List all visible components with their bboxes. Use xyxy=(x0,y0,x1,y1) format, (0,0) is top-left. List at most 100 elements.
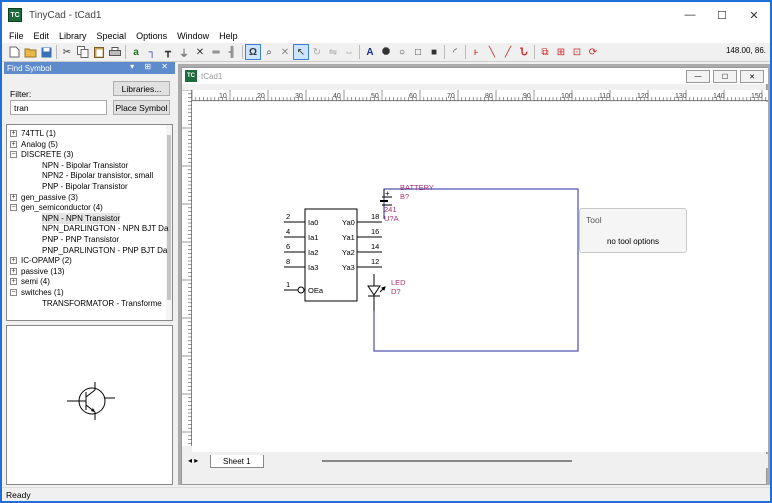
bus-entry-icon[interactable]: ╢ xyxy=(228,46,236,58)
tree-item[interactable]: PNP - Bipolar Transistor xyxy=(42,181,128,192)
doc-restore-button[interactable]: ☐ xyxy=(713,70,737,83)
doc-minimize-button[interactable]: — xyxy=(686,70,710,83)
tree-item[interactable]: +passive (13) xyxy=(10,266,65,277)
filter-input[interactable]: tran xyxy=(10,100,107,115)
tree-item[interactable]: +gen_passive (3) xyxy=(10,192,78,203)
ic-out-name: Ya3 xyxy=(342,263,355,272)
tree-item[interactable]: +74TTL (1) xyxy=(10,128,56,139)
bus-icon[interactable]: ═ xyxy=(212,46,220,58)
diagonal-line-icon[interactable]: ╱ xyxy=(504,46,512,58)
doc-close-button[interactable]: ✕ xyxy=(740,70,764,83)
parts-list-icon[interactable]: ⊡ xyxy=(572,46,582,58)
wires[interactable] xyxy=(373,188,579,352)
ic-241-symbol[interactable] xyxy=(284,208,382,302)
led-symbol[interactable] xyxy=(367,274,386,311)
tree-item[interactable]: +Analog (5) xyxy=(10,139,58,150)
place-symbol-button[interactable]: Place Symbol xyxy=(113,100,170,115)
tree-item[interactable]: −switches (1) xyxy=(10,287,64,298)
paste-icon[interactable] xyxy=(91,44,107,60)
expand-icon[interactable]: + xyxy=(10,193,17,201)
flip-icon[interactable]: ⇔ xyxy=(344,46,354,58)
refresh-icon[interactable]: ⟳ xyxy=(588,46,598,58)
power-icon[interactable]: ⏚ xyxy=(179,48,189,60)
tree-item[interactable]: +semi (4) xyxy=(10,276,50,287)
toolbar-separator xyxy=(56,45,57,59)
collapse-icon[interactable]: − xyxy=(10,204,17,212)
ic-out-name: Ya1 xyxy=(342,233,355,242)
pin-icon[interactable]: ⱶ xyxy=(473,46,479,58)
symbol-library-icon[interactable]: Ω xyxy=(245,44,261,60)
mirror-icon[interactable]: ⇋ xyxy=(328,46,338,58)
tree-item[interactable]: NPN - NPN Transistor xyxy=(42,212,121,224)
battery-name: BATTERY xyxy=(400,183,434,192)
expand-icon[interactable]: + xyxy=(10,130,17,137)
menu-window[interactable]: Window xyxy=(177,30,210,41)
rotate-icon[interactable]: ↻ xyxy=(312,46,322,58)
junction-icon[interactable]: ┳ xyxy=(164,46,172,58)
menu-file[interactable]: File xyxy=(9,30,24,41)
expand-icon[interactable]: + xyxy=(10,140,17,148)
ic-pin-in: 4 xyxy=(286,227,290,236)
circle-tool-icon[interactable]: ○ xyxy=(398,46,406,58)
maximize-button[interactable]: ☐ xyxy=(717,9,727,22)
menu-special[interactable]: Special xyxy=(96,30,127,41)
scrollbar-thumb[interactable] xyxy=(167,135,171,300)
expand-icon[interactable]: + xyxy=(10,257,17,265)
tree-item-label: NPN2 - Bipolar transistor, small xyxy=(42,171,154,181)
copy-icon[interactable] xyxy=(75,44,91,60)
print-icon[interactable] xyxy=(107,44,123,60)
expand-icon[interactable]: + xyxy=(10,267,17,275)
cut-icon[interactable]: ✂ xyxy=(62,46,72,58)
delete-icon[interactable]: ✕ xyxy=(280,46,290,58)
step-line-icon[interactable]: Ն xyxy=(520,46,528,58)
font-tool-icon[interactable]: A xyxy=(366,46,374,58)
open-folder-icon[interactable] xyxy=(22,44,38,60)
tree-scrollbar[interactable] xyxy=(166,125,172,320)
tree-item[interactable]: PNP - PNP Transistor xyxy=(42,234,119,245)
toolbar-separator xyxy=(465,45,466,59)
menu-options[interactable]: Options xyxy=(136,30,168,41)
tree-item-label: switches (1) xyxy=(21,288,64,297)
sheet-tab[interactable]: Sheet 1 xyxy=(210,455,264,468)
close-button[interactable]: ✕ xyxy=(749,9,759,22)
select-pointer-icon[interactable]: ↖ xyxy=(293,44,309,60)
collapse-icon[interactable]: − xyxy=(10,151,17,159)
design-details-icon[interactable]: ⧉ xyxy=(541,46,549,58)
new-file-icon[interactable] xyxy=(6,44,22,60)
rectangle-tool-icon[interactable]: □ xyxy=(414,46,422,58)
tree-item[interactable]: NPN - Bipolar Transistor xyxy=(42,160,128,171)
netlist-icon[interactable]: ⊞ xyxy=(556,46,566,58)
panel-controls[interactable]: ▾ ⊞ ✕ xyxy=(130,62,172,71)
menu-library[interactable]: Library xyxy=(59,30,87,41)
horizontal-scrollbar[interactable] xyxy=(322,460,572,462)
minimize-button[interactable]: — xyxy=(684,9,696,21)
libraries-button[interactable]: Libraries... xyxy=(113,81,170,96)
tree-item[interactable]: −gen_semiconductor (4) xyxy=(10,202,103,213)
wire-tool-icon[interactable]: ┐ xyxy=(148,46,156,58)
collapse-icon[interactable]: − xyxy=(10,289,17,296)
tree-item[interactable]: TRANSFORMATOR - Transforme xyxy=(42,298,162,309)
tree-item[interactable]: NPN_DARLINGTON - NPN BJT Da xyxy=(42,223,168,234)
tree-item[interactable]: NPN2 - Bipolar transistor, small xyxy=(42,170,153,181)
tree-item[interactable]: +IC-OPAMP (2) xyxy=(10,255,72,266)
menu-help[interactable]: Help xyxy=(219,30,238,41)
schematic-canvas[interactable]: + BATTERY B? xyxy=(192,102,768,452)
text-tool-icon[interactable]: a xyxy=(133,46,139,58)
line-icon[interactable]: ╲ xyxy=(488,46,496,58)
tree-item[interactable]: −DISCRETE (3) xyxy=(10,149,73,160)
no-connect-icon[interactable]: ✕ xyxy=(195,46,205,58)
find-symbol-panel: Filter: tran Libraries... Place Symbol xyxy=(4,74,175,124)
arc-tool-icon[interactable]: ◜ xyxy=(453,46,457,58)
polygon-tool-icon[interactable]: ⯃ xyxy=(382,46,390,58)
sheet-nav-arrows[interactable]: ◂ ▸ xyxy=(188,456,199,465)
zoom-icon[interactable]: ⌕ xyxy=(266,46,272,58)
menu-edit[interactable]: Edit xyxy=(33,30,50,41)
square-fill-icon[interactable]: ■ xyxy=(430,46,438,58)
tree-item[interactable]: PNP_DARLINGTON - PNP BJT Da xyxy=(42,245,167,256)
battery-symbol[interactable] xyxy=(380,189,392,206)
save-icon[interactable] xyxy=(38,44,54,60)
symbol-tree[interactable]: +74TTL (1)+Analog (5)−DISCRETE (3)NPN - … xyxy=(6,124,173,321)
tree-item-label: NPN_DARLINGTON - NPN BJT Da xyxy=(42,224,169,234)
expand-icon[interactable]: + xyxy=(10,278,17,286)
filter-label: Filter: xyxy=(10,89,32,99)
